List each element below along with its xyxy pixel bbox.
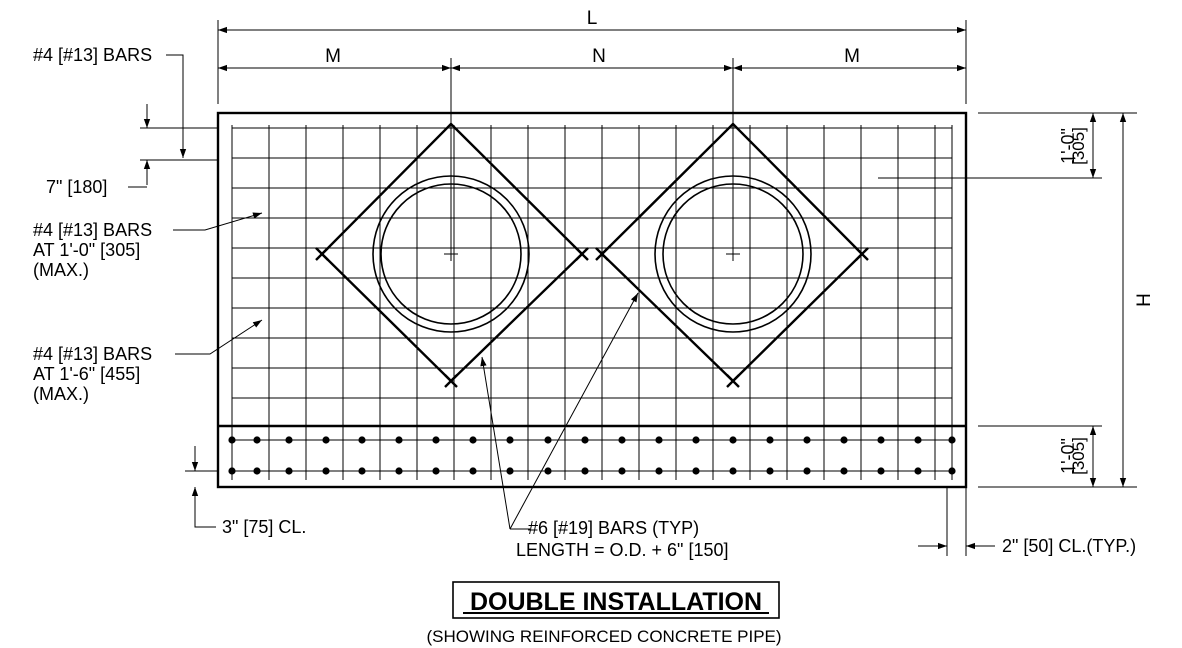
callout-horizontal-bars: #4 [#13] BARS AT 1'-6" [455] (MAX.) (33, 319, 263, 404)
dimension-h: H (878, 112, 1155, 488)
label-h: H (1134, 293, 1155, 307)
bar-dot (358, 436, 366, 444)
bar-dot (432, 436, 440, 444)
bar-dot (469, 467, 477, 475)
label-bottom-cover-metric: [305] (1069, 437, 1088, 475)
bottom-bar-dots (228, 436, 956, 475)
bar-dot (322, 467, 330, 475)
title-main: DOUBLE INSTALLATION (470, 588, 762, 616)
bar-dot (877, 467, 885, 475)
callout-vertical-bars: #4 [#13] BARS AT 1'-0" [305] (MAX.) (33, 212, 263, 280)
callout-horiz-line1: #4 [#13] BARS (33, 344, 152, 364)
bar-dot (544, 436, 552, 444)
bar-dot (395, 436, 403, 444)
callout-top-bars-text: #4 [#13] BARS (33, 45, 152, 65)
bar-dot (322, 436, 330, 444)
bar-dot (948, 467, 956, 475)
reinforcement-grid (231, 125, 953, 480)
title-subtitle: (SHOWING REINFORCED CONCRETE PIPE) (426, 627, 781, 646)
bar-dot (469, 436, 477, 444)
dimension-top-cover: 1'-0" [305] (1058, 113, 1097, 178)
bar-dot (544, 467, 552, 475)
callout-bottom-clear: 3" [75] CL. (185, 446, 306, 537)
bar-dot (228, 436, 236, 444)
bar-dot (285, 467, 293, 475)
callout-side-clear-text: 2" [50] CL.(TYP.) (1002, 536, 1136, 556)
label-m-left: M (325, 46, 341, 67)
bar-dot (395, 467, 403, 475)
pipe-right (595, 122, 869, 388)
bar-dot (655, 436, 663, 444)
label-l: L (587, 8, 598, 29)
label-m-right: M (844, 46, 860, 67)
bar-dot (766, 467, 774, 475)
diagonal-bars-left (320, 122, 584, 383)
bar-dot (228, 467, 236, 475)
bar-dot (914, 467, 922, 475)
bar-dot (655, 467, 663, 475)
bar-dot (285, 436, 293, 444)
bar-dot (766, 436, 774, 444)
pipe-left (315, 122, 589, 388)
bar-dot (253, 436, 261, 444)
bar-dot (840, 467, 848, 475)
bar-dot (506, 467, 514, 475)
callout-diag-line1: #6 [#19] BARS (TYP) (528, 518, 699, 538)
bar-dot (253, 467, 261, 475)
callout-side-clear: 2" [50] CL.(TYP.) (918, 487, 1136, 556)
bar-dot (803, 467, 811, 475)
bar-dot (692, 436, 700, 444)
bar-dot (877, 436, 885, 444)
callout-diag-line2: LENGTH = O.D. + 6" [150] (516, 540, 728, 560)
dimension-l: L (217, 8, 967, 104)
callout-horiz-line2: AT 1'-6" [455] (33, 364, 140, 384)
label-bottom-cover: 1'-0" (1058, 438, 1078, 474)
callout-horiz-line3: (MAX.) (33, 384, 89, 404)
bar-dot (618, 467, 626, 475)
diagonal-bars-right (600, 122, 864, 383)
callout-top-bars: #4 [#13] BARS 7" [180] (33, 45, 218, 197)
callout-vert-line1: #4 [#13] BARS (33, 220, 152, 240)
bar-dot (618, 436, 626, 444)
callout-top-spacing-text: 7" [180] (46, 177, 107, 197)
bar-dot (914, 436, 922, 444)
bar-dot (581, 467, 589, 475)
bar-dot (358, 467, 366, 475)
bar-dot (729, 467, 737, 475)
label-top-cover: 1'-0" (1058, 128, 1078, 164)
label-top-cover-metric: [305] (1069, 127, 1088, 165)
bar-dot (506, 436, 514, 444)
bar-dot (692, 467, 700, 475)
bar-dot (948, 436, 956, 444)
callout-diagonal-bars: #6 [#19] BARS (TYP) LENGTH = O.D. + 6" [… (480, 292, 728, 560)
bar-dot (840, 436, 848, 444)
dimension-m-n-m: M N M (218, 46, 966, 72)
bar-dot (803, 436, 811, 444)
bar-dot (729, 436, 737, 444)
label-n: N (592, 46, 606, 67)
bar-dot (581, 436, 589, 444)
title-block: DOUBLE INSTALLATION (SHOWING REINFORCED … (426, 581, 782, 646)
concrete-encasement-outline (216, 111, 968, 489)
callout-vert-line2: AT 1'-0" [305] (33, 240, 140, 260)
bar-dot (432, 467, 440, 475)
callout-vert-line3: (MAX.) (33, 260, 89, 280)
dimension-bottom-cover: 1'-0" [305] (1058, 426, 1097, 487)
callout-bottom-clear-text: 3" [75] CL. (222, 517, 306, 537)
